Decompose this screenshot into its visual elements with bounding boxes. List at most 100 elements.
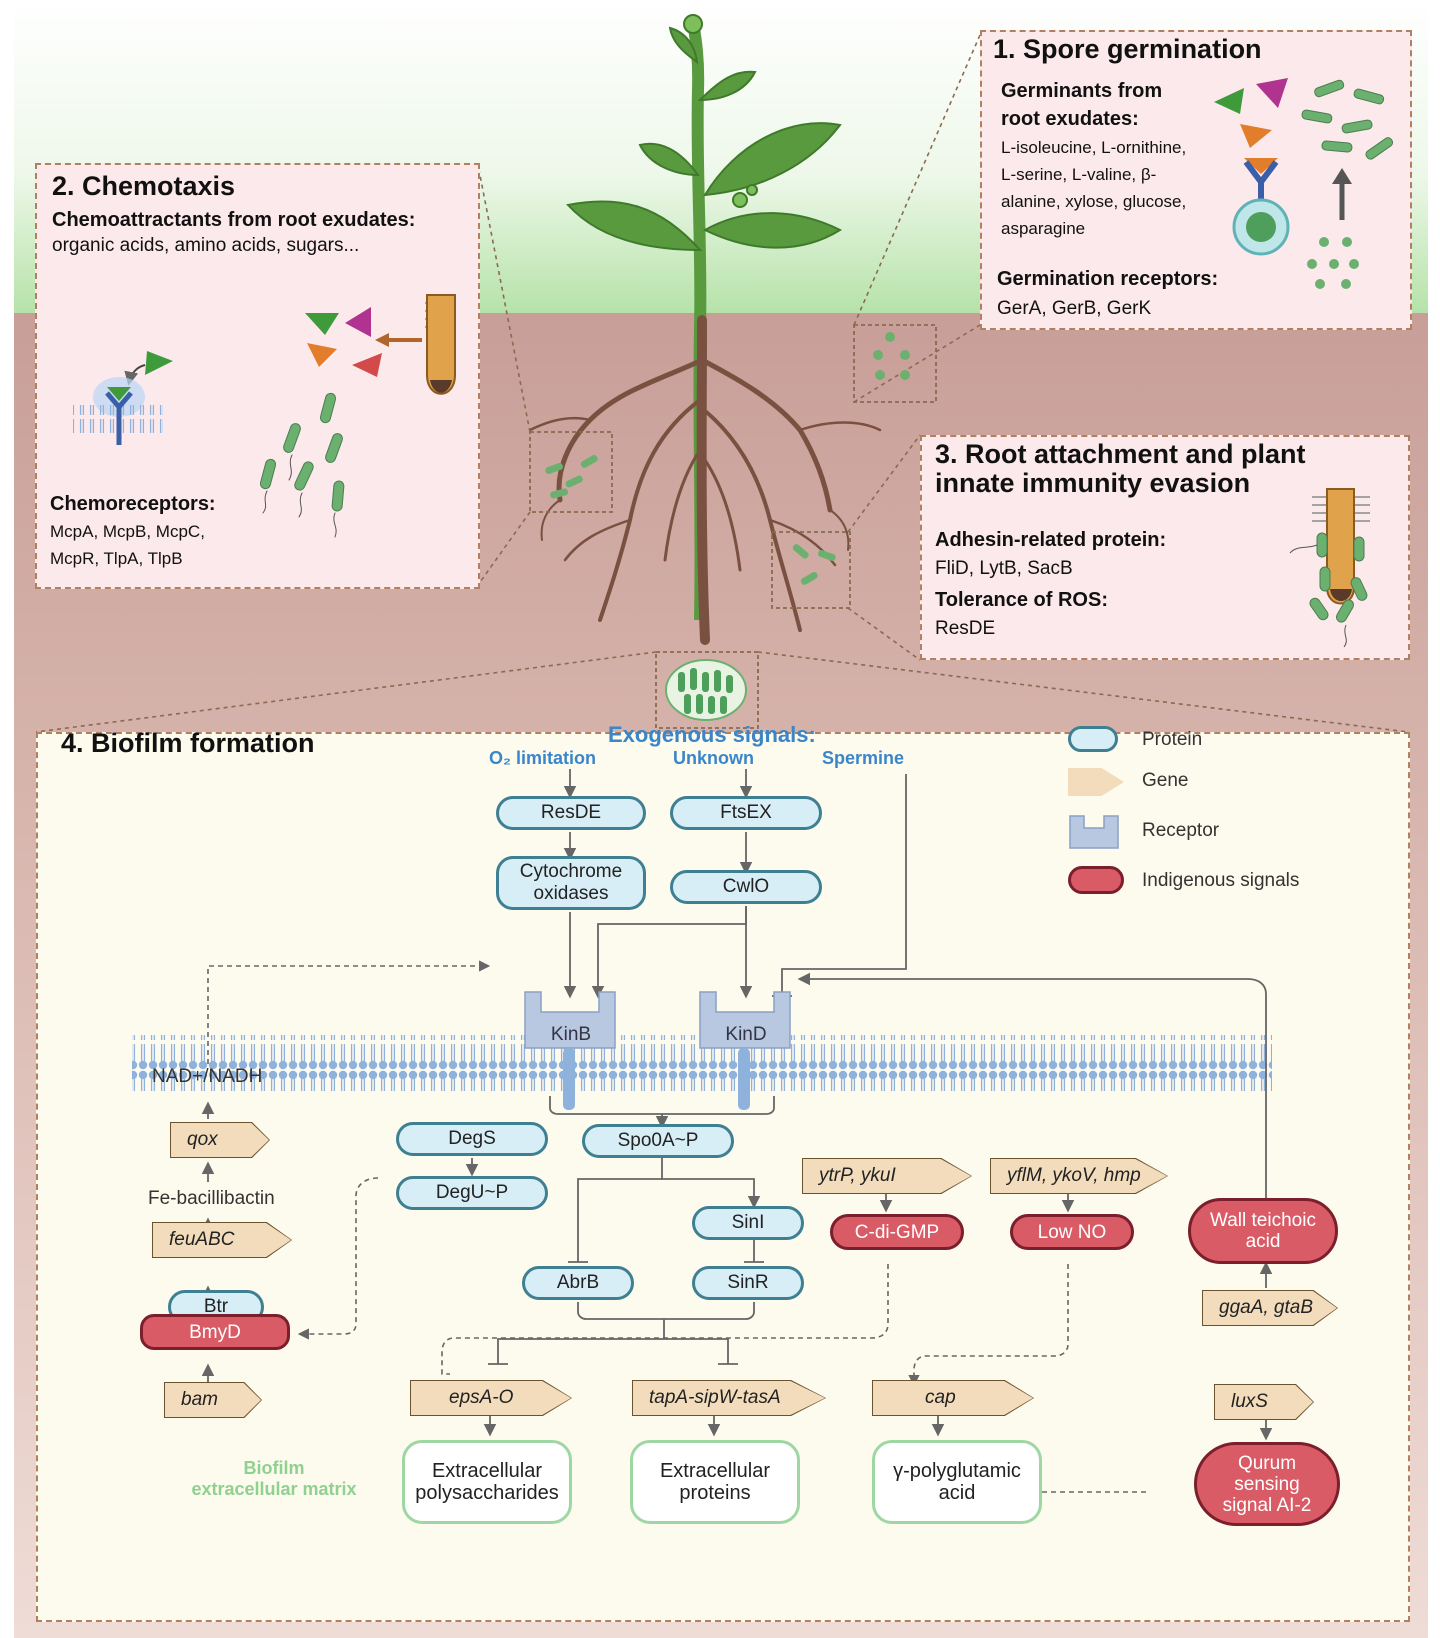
panel-spore-germination: 1. Spore germination Germinants from roo… xyxy=(980,30,1412,330)
panel-2-title: 2. Chemotaxis xyxy=(52,171,236,201)
matrix-gamma-polyglutamic-acid: γ-polyglutamic acid xyxy=(872,1440,1042,1524)
germinant-triangle-purple xyxy=(1256,78,1288,108)
matrix-heading-line1: Biofilm xyxy=(243,1458,305,1478)
chemoattractant-triangle-green xyxy=(305,313,339,335)
germinant-triangle-orange xyxy=(1240,124,1272,148)
exogenous-signals-heading: Exogenous signals: xyxy=(608,722,816,747)
receptor-kind-label: KinD xyxy=(725,1024,767,1045)
panel-1-title: 1. Spore germination xyxy=(993,34,1262,64)
germination-receptors-heading: Germination receptors: xyxy=(997,268,1219,290)
panel-3-title-line1: 3. Root attachment and plant xyxy=(935,439,1306,469)
chemoattractant-triangle-orange xyxy=(307,343,337,367)
eps-line-2: polysaccharides xyxy=(415,1482,559,1504)
panel-root-attachment: 3. Root attachment and plant innate immu… xyxy=(920,435,1410,660)
legend-receptor-swatch xyxy=(1069,815,1119,849)
legend-receptor-label: Receptor xyxy=(1142,820,1220,841)
signal-unknown: Unknown xyxy=(673,748,754,768)
protein-spo0a-p: Spo0A~P xyxy=(582,1124,734,1158)
gene-ytrp-ykui: ytrP, ykuI xyxy=(803,1159,971,1193)
prot-line-2: proteins xyxy=(679,1482,751,1504)
legend-indigenous-label: Indigenous signals xyxy=(1142,870,1300,891)
gene-feuabc: feuABC xyxy=(153,1223,291,1257)
chemoattractants-list: organic acids, amino acids, sugars... xyxy=(52,235,360,256)
spore-germination-art xyxy=(1214,78,1394,289)
protein-abrb: AbrB xyxy=(522,1266,634,1300)
germinants-heading-line2: root exudates: xyxy=(1001,108,1139,130)
plant-roots xyxy=(528,315,882,645)
qs-line-3: signal AI-2 xyxy=(1222,1494,1312,1516)
legend-protein-label: Protein xyxy=(1142,729,1203,750)
germinants-line-4: asparagine xyxy=(1001,219,1086,238)
signal-quorum-sensing-ai2: Qurum sensing signal AI-2 xyxy=(1194,1442,1340,1526)
signal-spermine: Spermine xyxy=(822,748,905,768)
prot-line-1: Extracellular xyxy=(659,1460,771,1482)
cyto-line-1: Cytochrome xyxy=(519,861,623,882)
germinant-triangle-green xyxy=(1214,88,1244,114)
gene-yflm-ykov-hmp: yflM, ykoV, hmp xyxy=(991,1159,1167,1193)
panel-biofilm-formation: 4. Biofilm formation Exogenous signals: … xyxy=(36,722,1410,1622)
chemoreceptors-line-2: McpR, TlpA, TlpB xyxy=(50,549,183,568)
germinants-line-3: alanine, xylose, glucose, xyxy=(1001,192,1187,211)
chemoattractant-triangle-purple xyxy=(345,307,371,337)
signal-low-no: Low NO xyxy=(1010,1214,1134,1250)
legend-gene-label: Gene xyxy=(1142,770,1189,791)
gene-ggaa-gtab: ggaA, gtaB xyxy=(1203,1291,1337,1325)
gene-qox: qox xyxy=(171,1123,269,1157)
chemoattractant-triangle-red xyxy=(352,353,382,377)
chemoreceptor-membrane-icon xyxy=(73,377,163,445)
upward-arrow-icon xyxy=(1332,168,1352,220)
gene-bam: bam xyxy=(165,1383,261,1417)
ros-list: ResDE xyxy=(935,618,996,639)
qs-line-1: Qurum xyxy=(1237,1452,1297,1474)
protein-ftsex: FtsEX xyxy=(670,796,822,830)
protein-degs: DegS xyxy=(396,1122,548,1156)
legend-indigenous-swatch xyxy=(1068,866,1124,894)
chemoattractants-heading: Chemoattractants from root exudates: xyxy=(52,209,416,231)
matrix-extracellular-proteins: Extracellular proteins xyxy=(630,1440,800,1524)
gene-cap: cap xyxy=(873,1381,1033,1415)
zoom-box-cells xyxy=(545,332,910,585)
panel-chemotaxis: 2. Chemotaxis Chemoattractants from root… xyxy=(35,163,480,589)
vegetative-cells-icon xyxy=(1301,79,1394,160)
signal-wall-teichoic-acid: Wall teichoic acid xyxy=(1188,1198,1338,1264)
protein-cwlo: CwlO xyxy=(670,870,822,904)
wta-line-1: Wall teichoic xyxy=(1210,1210,1316,1231)
protein-sini: SinI xyxy=(692,1206,804,1240)
germinating-spores-icon xyxy=(1307,237,1359,289)
pga-line-2: acid xyxy=(938,1482,976,1504)
chemoattractant-triangle-green-2 xyxy=(145,351,173,375)
signal-o2-limitation: O₂ limitation xyxy=(489,748,596,768)
receptor-kinb-shape xyxy=(524,991,616,1110)
matrix-extracellular-polysaccharides: Extracellular polysaccharides xyxy=(402,1440,572,1524)
root-attachment-art xyxy=(1289,488,1370,648)
germination-receptors-list: GerA, GerB, GerK xyxy=(997,298,1152,319)
panel-3-title-line2: innate immunity evasion xyxy=(935,468,1251,498)
root-biofilm-clump xyxy=(665,659,747,721)
chemoreceptors-line-1: McpA, McpB, McpC, xyxy=(50,522,205,541)
biofilm-pathway-edges xyxy=(132,769,1273,1498)
germination-receptor-icon xyxy=(1232,158,1290,256)
legend-protein-swatch xyxy=(1068,726,1118,752)
protein-resde: ResDE xyxy=(496,796,646,830)
germinants-line-2: L-serine, L-valine, β- xyxy=(1001,165,1157,184)
chemoreceptors-heading: Chemoreceptors: xyxy=(50,493,216,515)
wta-line-2: acid xyxy=(1245,1231,1281,1252)
receptor-kind-shape xyxy=(699,991,791,1110)
panel-4-title: 4. Biofilm formation xyxy=(61,728,315,758)
metabolite-nad-nadh: NAD+/NADH xyxy=(152,1066,263,1087)
eps-line-1: Extracellular xyxy=(431,1460,543,1482)
germinants-line-1: L-isoleucine, L-ornithine, xyxy=(1001,138,1187,157)
zoom-connectors xyxy=(35,34,1409,733)
protein-degu-p: DegU~P xyxy=(396,1176,548,1210)
chemotaxis-art xyxy=(73,294,456,538)
adhesin-list: FliD, LytB, SacB xyxy=(935,558,1073,579)
protein-cytochrome-oxidases: Cytochrome oxidases xyxy=(496,856,646,910)
exudate-arrow-icon xyxy=(375,333,422,347)
cyto-line-2: oxidases xyxy=(533,883,609,904)
germinants-heading-line1: Germinants from xyxy=(1001,80,1163,102)
gene-epsa-o: epsA-O xyxy=(411,1381,571,1415)
signal-bmyd: BmyD xyxy=(140,1314,290,1350)
signal-c-di-gmp: C-di-GMP xyxy=(830,1214,964,1250)
pga-line-1: γ-polyglutamic xyxy=(893,1460,1021,1482)
